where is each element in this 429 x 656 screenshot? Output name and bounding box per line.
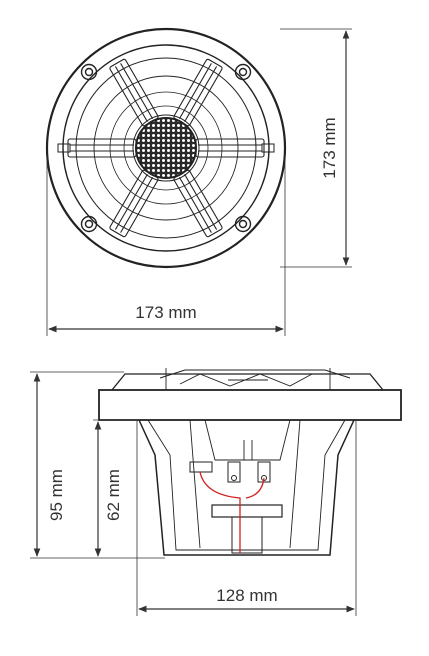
mount-depth-dimension: 62 mm — [93, 419, 139, 557]
tweeter-grille — [135, 117, 197, 179]
grille-spokes — [67, 58, 265, 238]
front-width-dimension: 173 mm — [46, 155, 286, 336]
total-depth-label: 95 mm — [47, 469, 66, 521]
total-depth-dimension: 95 mm — [30, 371, 165, 559]
front-width-label: 173 mm — [135, 303, 196, 322]
front-view — [45, 27, 287, 269]
mount-depth-label: 62 mm — [104, 469, 123, 521]
basket-width-dimension: 128 mm — [136, 420, 357, 616]
speaker-wire — [199, 471, 241, 553]
side-view — [98, 368, 402, 556]
outer-rim — [45, 27, 287, 269]
speaker-basket — [138, 419, 355, 556]
front-height-label: 173 mm — [320, 117, 339, 178]
cone-ring — [93, 75, 239, 221]
mounting-screws — [80, 63, 252, 233]
inner-rim — [62, 44, 270, 252]
grille-ring — [75, 57, 257, 239]
basket-width-label: 128 mm — [216, 586, 277, 605]
mounting-flange — [98, 389, 402, 421]
front-height-dimension: 173 mm — [280, 28, 352, 268]
